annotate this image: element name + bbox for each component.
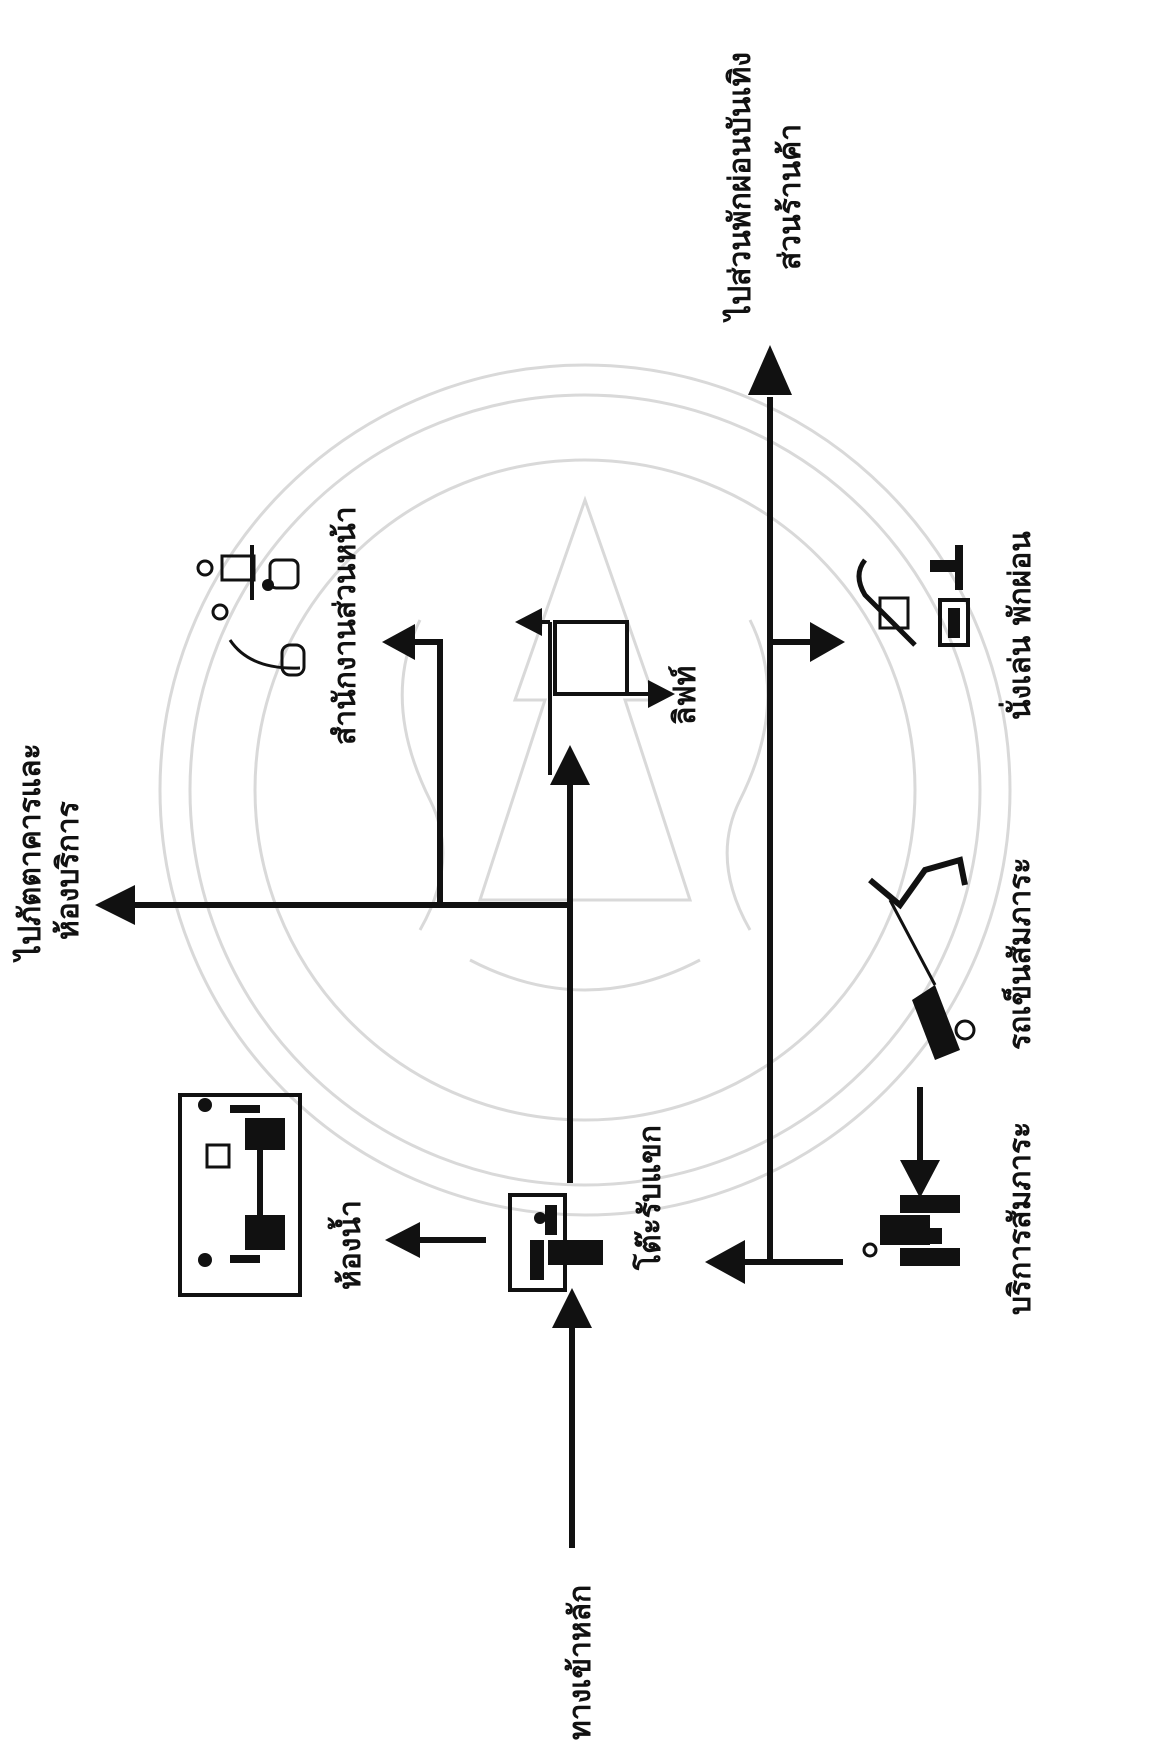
lounge-seating-icon xyxy=(859,545,968,645)
luggage-service-label: บริการสัมภาระ xyxy=(1003,1122,1038,1315)
lounge-label: นั่งเล่น พักผ่อน xyxy=(998,531,1038,720)
front-office-label: สำนักงานส่วนหน้า xyxy=(328,506,363,745)
front-office-branch xyxy=(382,624,440,905)
recreation-label-line1: ไปส่วนพักผ่อนบันเทิง xyxy=(722,52,758,323)
entrance-arrow xyxy=(552,1288,592,1545)
recreation-label-line2: ส่วนร้านค้า xyxy=(773,124,808,270)
reception-up-line xyxy=(550,745,590,1180)
restroom-arrow xyxy=(385,1222,483,1258)
reception-label: โต๊ะรับแขก xyxy=(631,1125,668,1271)
elevator-branch xyxy=(515,608,675,775)
main-entrance-label: ทางเข้าหลัก xyxy=(563,1585,598,1740)
restaurant-label-line1: ไปภัตตาคารและ xyxy=(12,743,48,963)
restaurant-arrow xyxy=(95,885,570,925)
lounge-arrow xyxy=(770,622,845,662)
restaurant-label-line2: ห้องบริการ xyxy=(51,801,86,940)
elevator-label: ลิฟท์ xyxy=(668,666,703,725)
cart-arrow xyxy=(900,1090,940,1198)
restroom-label: ห้องน้ำ xyxy=(327,1200,368,1290)
restroom-people-icon xyxy=(180,1095,300,1295)
watermark-seal xyxy=(160,365,1010,1215)
porter-icon xyxy=(864,1195,960,1266)
luggage-cart-label: รถเข็นสัมภาระ xyxy=(1001,858,1038,1050)
recreation-arrow xyxy=(748,345,792,1262)
luggage-cart-icon xyxy=(870,860,974,1060)
